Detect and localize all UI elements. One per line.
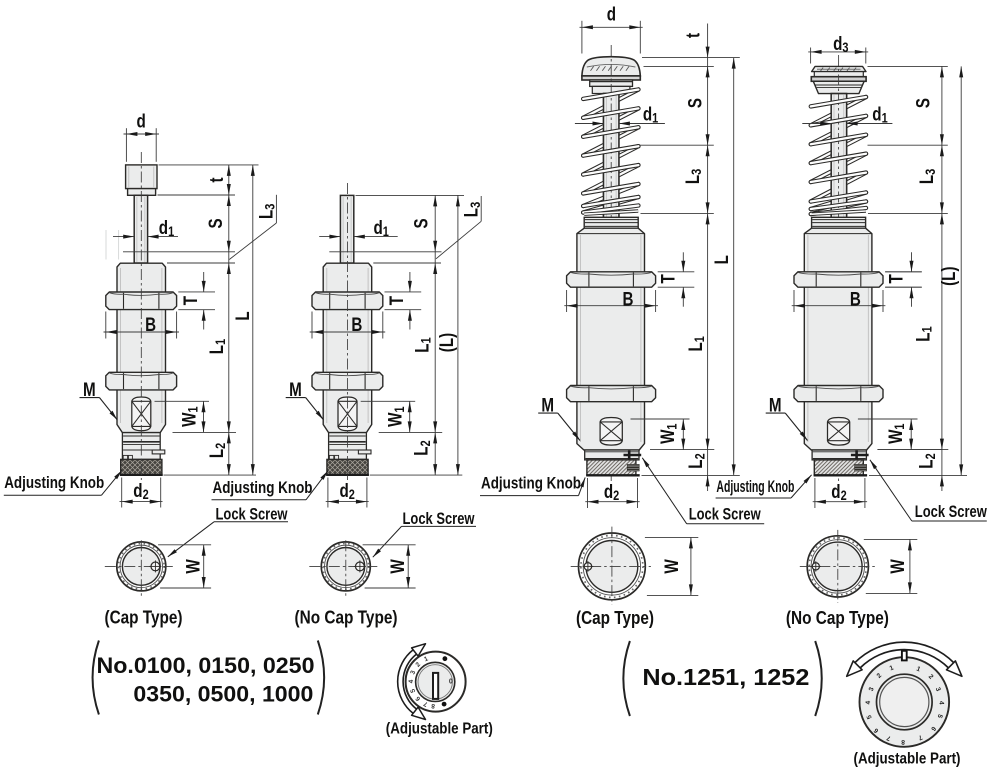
- svg-text:1: 1: [423, 655, 429, 663]
- svg-text:1: 1: [915, 665, 921, 673]
- svg-text:4: 4: [938, 701, 945, 705]
- svg-text:L1: L1: [205, 339, 228, 354]
- svg-text:M: M: [83, 379, 96, 401]
- svg-text:Lock Screw: Lock Screw: [689, 505, 762, 524]
- svg-text:W1: W1: [884, 423, 907, 444]
- svg-text:(Adjustable Part): (Adjustable Part): [386, 721, 493, 738]
- svg-text:Adjusting Knob: Adjusting Knob: [716, 477, 794, 496]
- svg-text:2: 2: [414, 661, 422, 669]
- svg-text:8: 8: [901, 738, 905, 745]
- svg-text:T: T: [179, 296, 201, 306]
- svg-text:L1: L1: [912, 326, 935, 341]
- svg-text:B: B: [623, 288, 634, 310]
- svg-text:W1: W1: [384, 406, 407, 427]
- svg-text:(L): (L): [436, 333, 458, 352]
- svg-text:(No Cap Type): (No Cap Type): [295, 607, 398, 627]
- svg-text:L1: L1: [684, 336, 707, 351]
- svg-text:B: B: [145, 313, 156, 335]
- svg-text:S: S: [684, 98, 706, 108]
- svg-text:d: d: [137, 110, 146, 132]
- svg-text:L3: L3: [915, 169, 938, 184]
- svg-text:Adjusting Knob: Adjusting Knob: [213, 478, 313, 497]
- svg-text:0: 0: [449, 679, 453, 686]
- svg-text:T: T: [657, 274, 679, 284]
- svg-text:S: S: [912, 98, 934, 108]
- svg-text:W: W: [886, 559, 908, 574]
- svg-text:L3: L3: [460, 202, 483, 217]
- svg-text:B: B: [351, 313, 362, 335]
- svg-text:L3: L3: [255, 204, 278, 219]
- svg-text:d2: d2: [831, 480, 846, 503]
- svg-text:W1: W1: [178, 406, 201, 427]
- svg-text:L: L: [231, 311, 253, 320]
- svg-text:d: d: [607, 3, 616, 25]
- svg-text:M: M: [289, 379, 302, 401]
- svg-text:8: 8: [431, 702, 436, 709]
- svg-text:M: M: [769, 394, 782, 416]
- svg-text:3: 3: [409, 669, 417, 675]
- svg-text:W: W: [660, 559, 682, 574]
- svg-text:d3: d3: [833, 32, 848, 55]
- svg-text:W1: W1: [656, 423, 679, 444]
- svg-text:3: 3: [868, 686, 876, 692]
- svg-text:Lock Screw: Lock Screw: [915, 502, 988, 521]
- svg-text:4: 4: [408, 679, 415, 683]
- svg-text:t: t: [682, 33, 704, 38]
- svg-text:5: 5: [409, 687, 417, 693]
- svg-text:2: 2: [876, 672, 884, 680]
- svg-text:T: T: [885, 274, 907, 284]
- svg-text:d1: d1: [872, 103, 887, 126]
- svg-text:Lock Screw: Lock Screw: [216, 504, 289, 523]
- svg-text:d2: d2: [340, 479, 355, 502]
- svg-text:M: M: [541, 394, 554, 416]
- svg-text:No.1251, 1252: No.1251, 1252: [642, 664, 809, 690]
- svg-text:0350, 0500, 1000: 0350, 0500, 1000: [133, 681, 313, 706]
- svg-text:B: B: [850, 288, 861, 310]
- svg-text:(Cap Type): (Cap Type): [576, 608, 654, 628]
- svg-text:L2: L2: [205, 443, 228, 458]
- svg-text:L3: L3: [681, 169, 704, 184]
- svg-text:6: 6: [414, 694, 422, 702]
- svg-text:L2: L2: [915, 453, 938, 468]
- svg-text:Adjusting Knob: Adjusting Knob: [481, 474, 581, 493]
- svg-text:d1: d1: [159, 216, 174, 239]
- svg-text:(No Cap Type): (No Cap Type): [786, 608, 889, 628]
- svg-text:4: 4: [865, 700, 872, 704]
- svg-text:5: 5: [866, 714, 874, 720]
- svg-text:T: T: [385, 296, 407, 306]
- svg-text:t: t: [205, 177, 227, 182]
- svg-text:L: L: [710, 255, 732, 264]
- svg-text:S: S: [204, 218, 226, 228]
- svg-text:6: 6: [872, 726, 880, 734]
- svg-text:7: 7: [422, 700, 429, 708]
- svg-text:6: 6: [929, 725, 937, 733]
- svg-text:d1: d1: [374, 216, 389, 239]
- svg-text:Lock Screw: Lock Screw: [403, 509, 476, 528]
- svg-text:7: 7: [917, 733, 924, 741]
- svg-text:(Cap Type): (Cap Type): [105, 607, 183, 627]
- svg-text:2: 2: [927, 673, 935, 681]
- svg-text:7: 7: [886, 734, 892, 742]
- svg-text:Adjusting Knob: Adjusting Knob: [4, 473, 104, 492]
- svg-text:(L): (L): [937, 267, 959, 286]
- svg-text:L2: L2: [685, 453, 708, 468]
- svg-text:d2: d2: [133, 479, 148, 502]
- svg-text:1: 1: [889, 664, 895, 672]
- svg-text:L2: L2: [410, 440, 433, 455]
- svg-text:W: W: [182, 559, 204, 574]
- svg-text:d2: d2: [604, 480, 619, 503]
- svg-text:L1: L1: [411, 337, 434, 352]
- svg-text:d1: d1: [643, 103, 658, 126]
- svg-text:No.0100, 0150, 0250: No.0100, 0150, 0250: [97, 653, 315, 678]
- svg-text:W: W: [386, 559, 408, 574]
- svg-text:3: 3: [934, 686, 942, 692]
- svg-text:S: S: [410, 218, 432, 228]
- svg-text:(Adjustable Part): (Adjustable Part): [854, 751, 961, 768]
- svg-text:5: 5: [936, 713, 944, 719]
